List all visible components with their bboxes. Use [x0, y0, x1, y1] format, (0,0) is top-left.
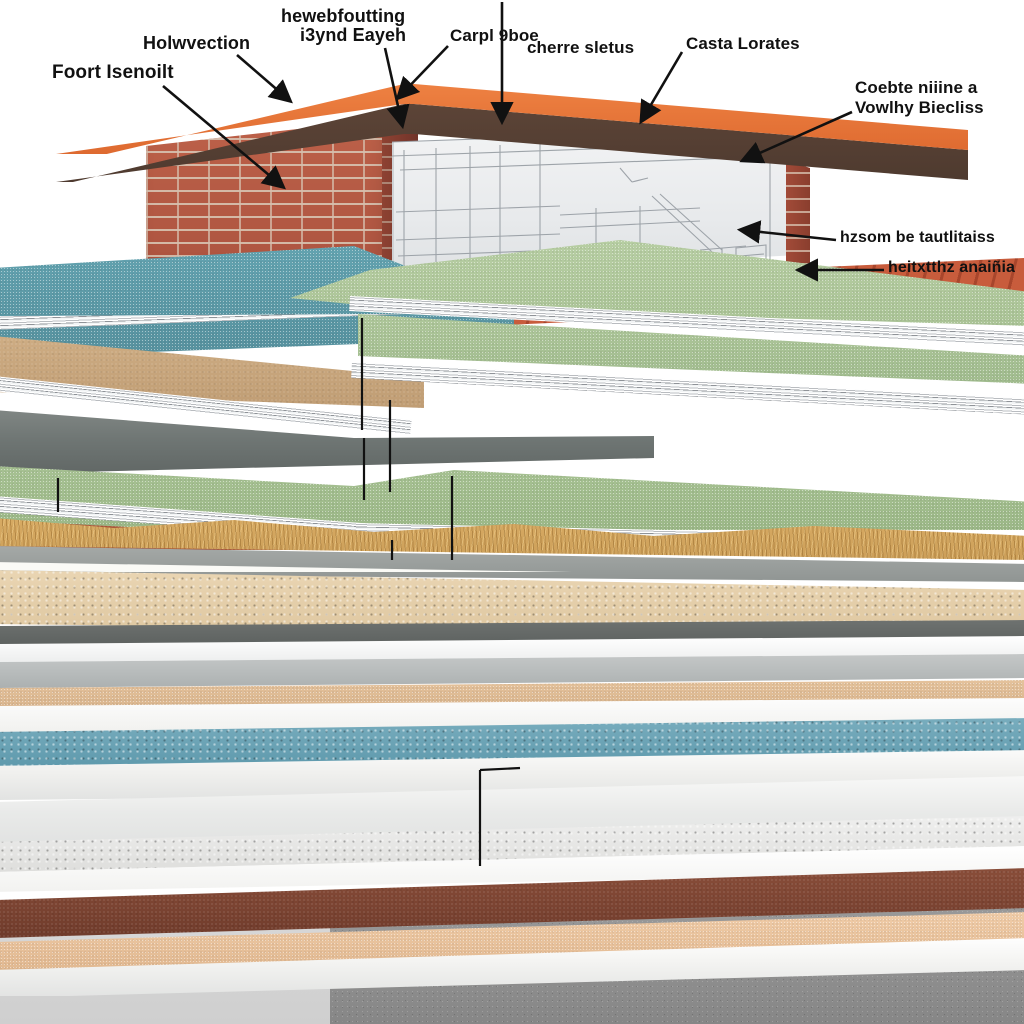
- label-heitxtthz: heitxtthz anaiñia: [888, 259, 1016, 276]
- leader-coebte: [739, 110, 853, 164]
- label-hewebfoutting: hewebfoutting: [281, 6, 406, 26]
- label-hzsom-be: hzsom be tautlitaiss: [840, 229, 995, 246]
- label-casta-lorates: Casta Lorates: [686, 34, 800, 53]
- label-cherre-sletus: cherre sletus: [527, 38, 635, 57]
- label-carpl-9boe: Carpl 9boe: [450, 26, 539, 45]
- label-holwvection: Holwvection: [143, 33, 251, 53]
- leader-hzsom: [736, 220, 837, 244]
- leader-carpl-9boe: [395, 45, 449, 101]
- label-i3ynd-eayeh: i3ynd Eayeh: [300, 25, 407, 45]
- leader-foort-isenoit: [162, 85, 286, 190]
- label-coebte-miie-a: Coebte niiine a: [855, 78, 978, 97]
- leader-holwvection: [236, 54, 293, 104]
- label-foort-isenoit: Foort Isenoilt: [52, 62, 174, 83]
- label-vowlhy-biecliss: Vowlhy Biecliss: [855, 98, 984, 117]
- leader-casta-lorates: [639, 51, 684, 125]
- leader-hewebfoutting: [383, 47, 410, 130]
